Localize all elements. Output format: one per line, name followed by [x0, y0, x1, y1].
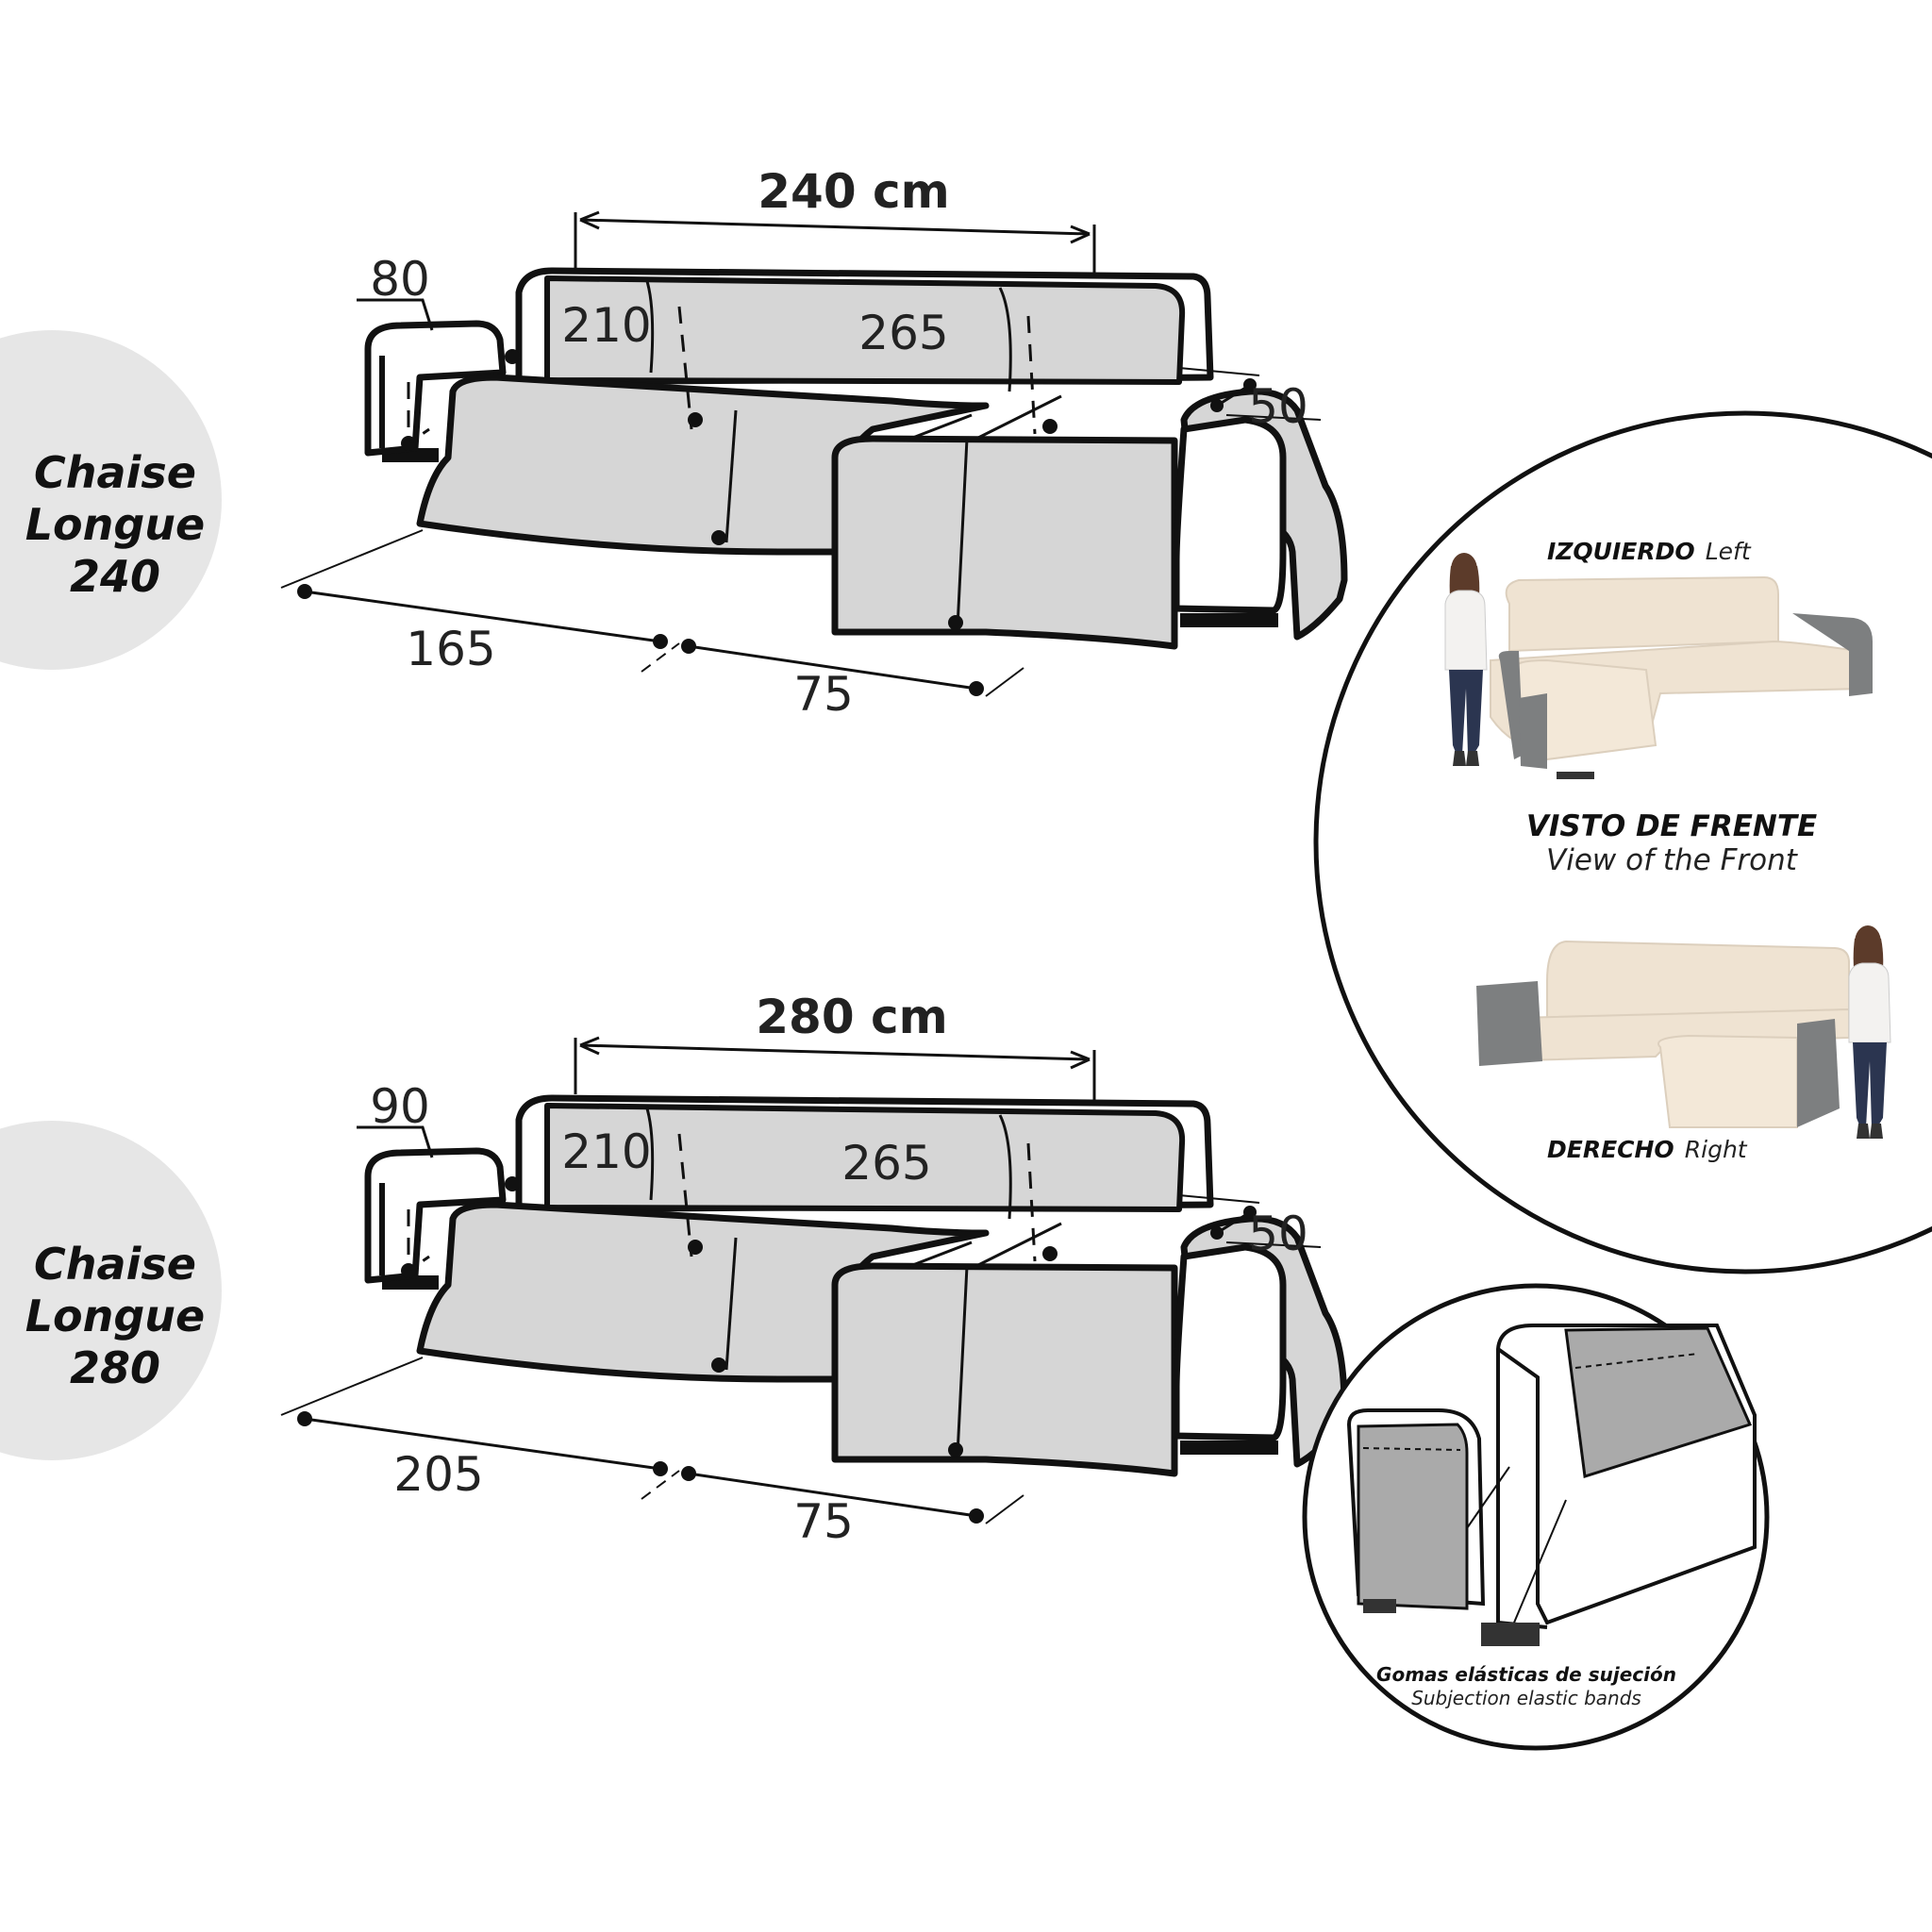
- variant-badge-240: [0, 330, 222, 670]
- arm-depth-label: 50: [1248, 1207, 1308, 1261]
- variant-label-line3: 280: [70, 1342, 160, 1393]
- variant-label-line1: Chaise: [34, 1239, 196, 1290]
- elastic-bands-caption-en: Subjection elastic bands: [1411, 1687, 1641, 1709]
- model-240-section: Chaise Longue 240 240 cm 80 210 265 50 1…: [0, 164, 1344, 722]
- left-back-length-label: 210: [561, 1124, 651, 1179]
- total-width-label: 240 cm: [758, 164, 950, 219]
- total-width-label: 280 cm: [756, 990, 948, 1044]
- elastic-bands-caption: Gomas elásticas de sujeción: [1376, 1663, 1676, 1686]
- orientation-panel: IZQUIERDO Left VISTO DE FRENTE View of t…: [1313, 410, 1932, 1274]
- seat-depth-label: 205: [393, 1447, 483, 1502]
- detail-panel: Gomas elásticas de sujeción Subjection e…: [1302, 1283, 1770, 1751]
- variant-badge-280: [0, 1121, 222, 1460]
- variant-label-line2: Longue: [25, 499, 206, 550]
- left-back-length-label: 210: [561, 298, 651, 353]
- sofa-diagram-240: [368, 271, 1344, 646]
- right-back-length-label: 265: [841, 1136, 931, 1191]
- right-orientation-label: DERECHO Right: [1547, 1136, 1748, 1163]
- front-view-label: VISTO DE FRENTE: [1526, 809, 1817, 843]
- variant-label-line3: 240: [70, 551, 160, 602]
- variant-label-line2: Longue: [25, 1291, 206, 1341]
- arm-depth-label: 50: [1248, 379, 1308, 434]
- left-orientation-label: IZQUIERDO Left: [1547, 538, 1752, 565]
- front-view-label-en: View of the Front: [1546, 843, 1799, 877]
- sofa-photo-left-icon: [1490, 575, 1873, 779]
- right-back-length-label: 265: [858, 306, 948, 360]
- arm-width-label: 80: [370, 252, 430, 307]
- sofa-photo-right-icon: [1476, 940, 1850, 1128]
- chaise-width-label: 75: [793, 667, 854, 722]
- armrest-detail-icon: [1346, 1324, 1757, 1646]
- seat-depth-label: 165: [406, 622, 495, 676]
- arm-width-label: 90: [370, 1079, 430, 1134]
- variant-label-line1: Chaise: [34, 447, 196, 498]
- model-280-section: Chaise Longue 280 280 cm 90 210 265 50 2…: [0, 990, 1344, 1549]
- chaise-width-label: 75: [793, 1494, 854, 1549]
